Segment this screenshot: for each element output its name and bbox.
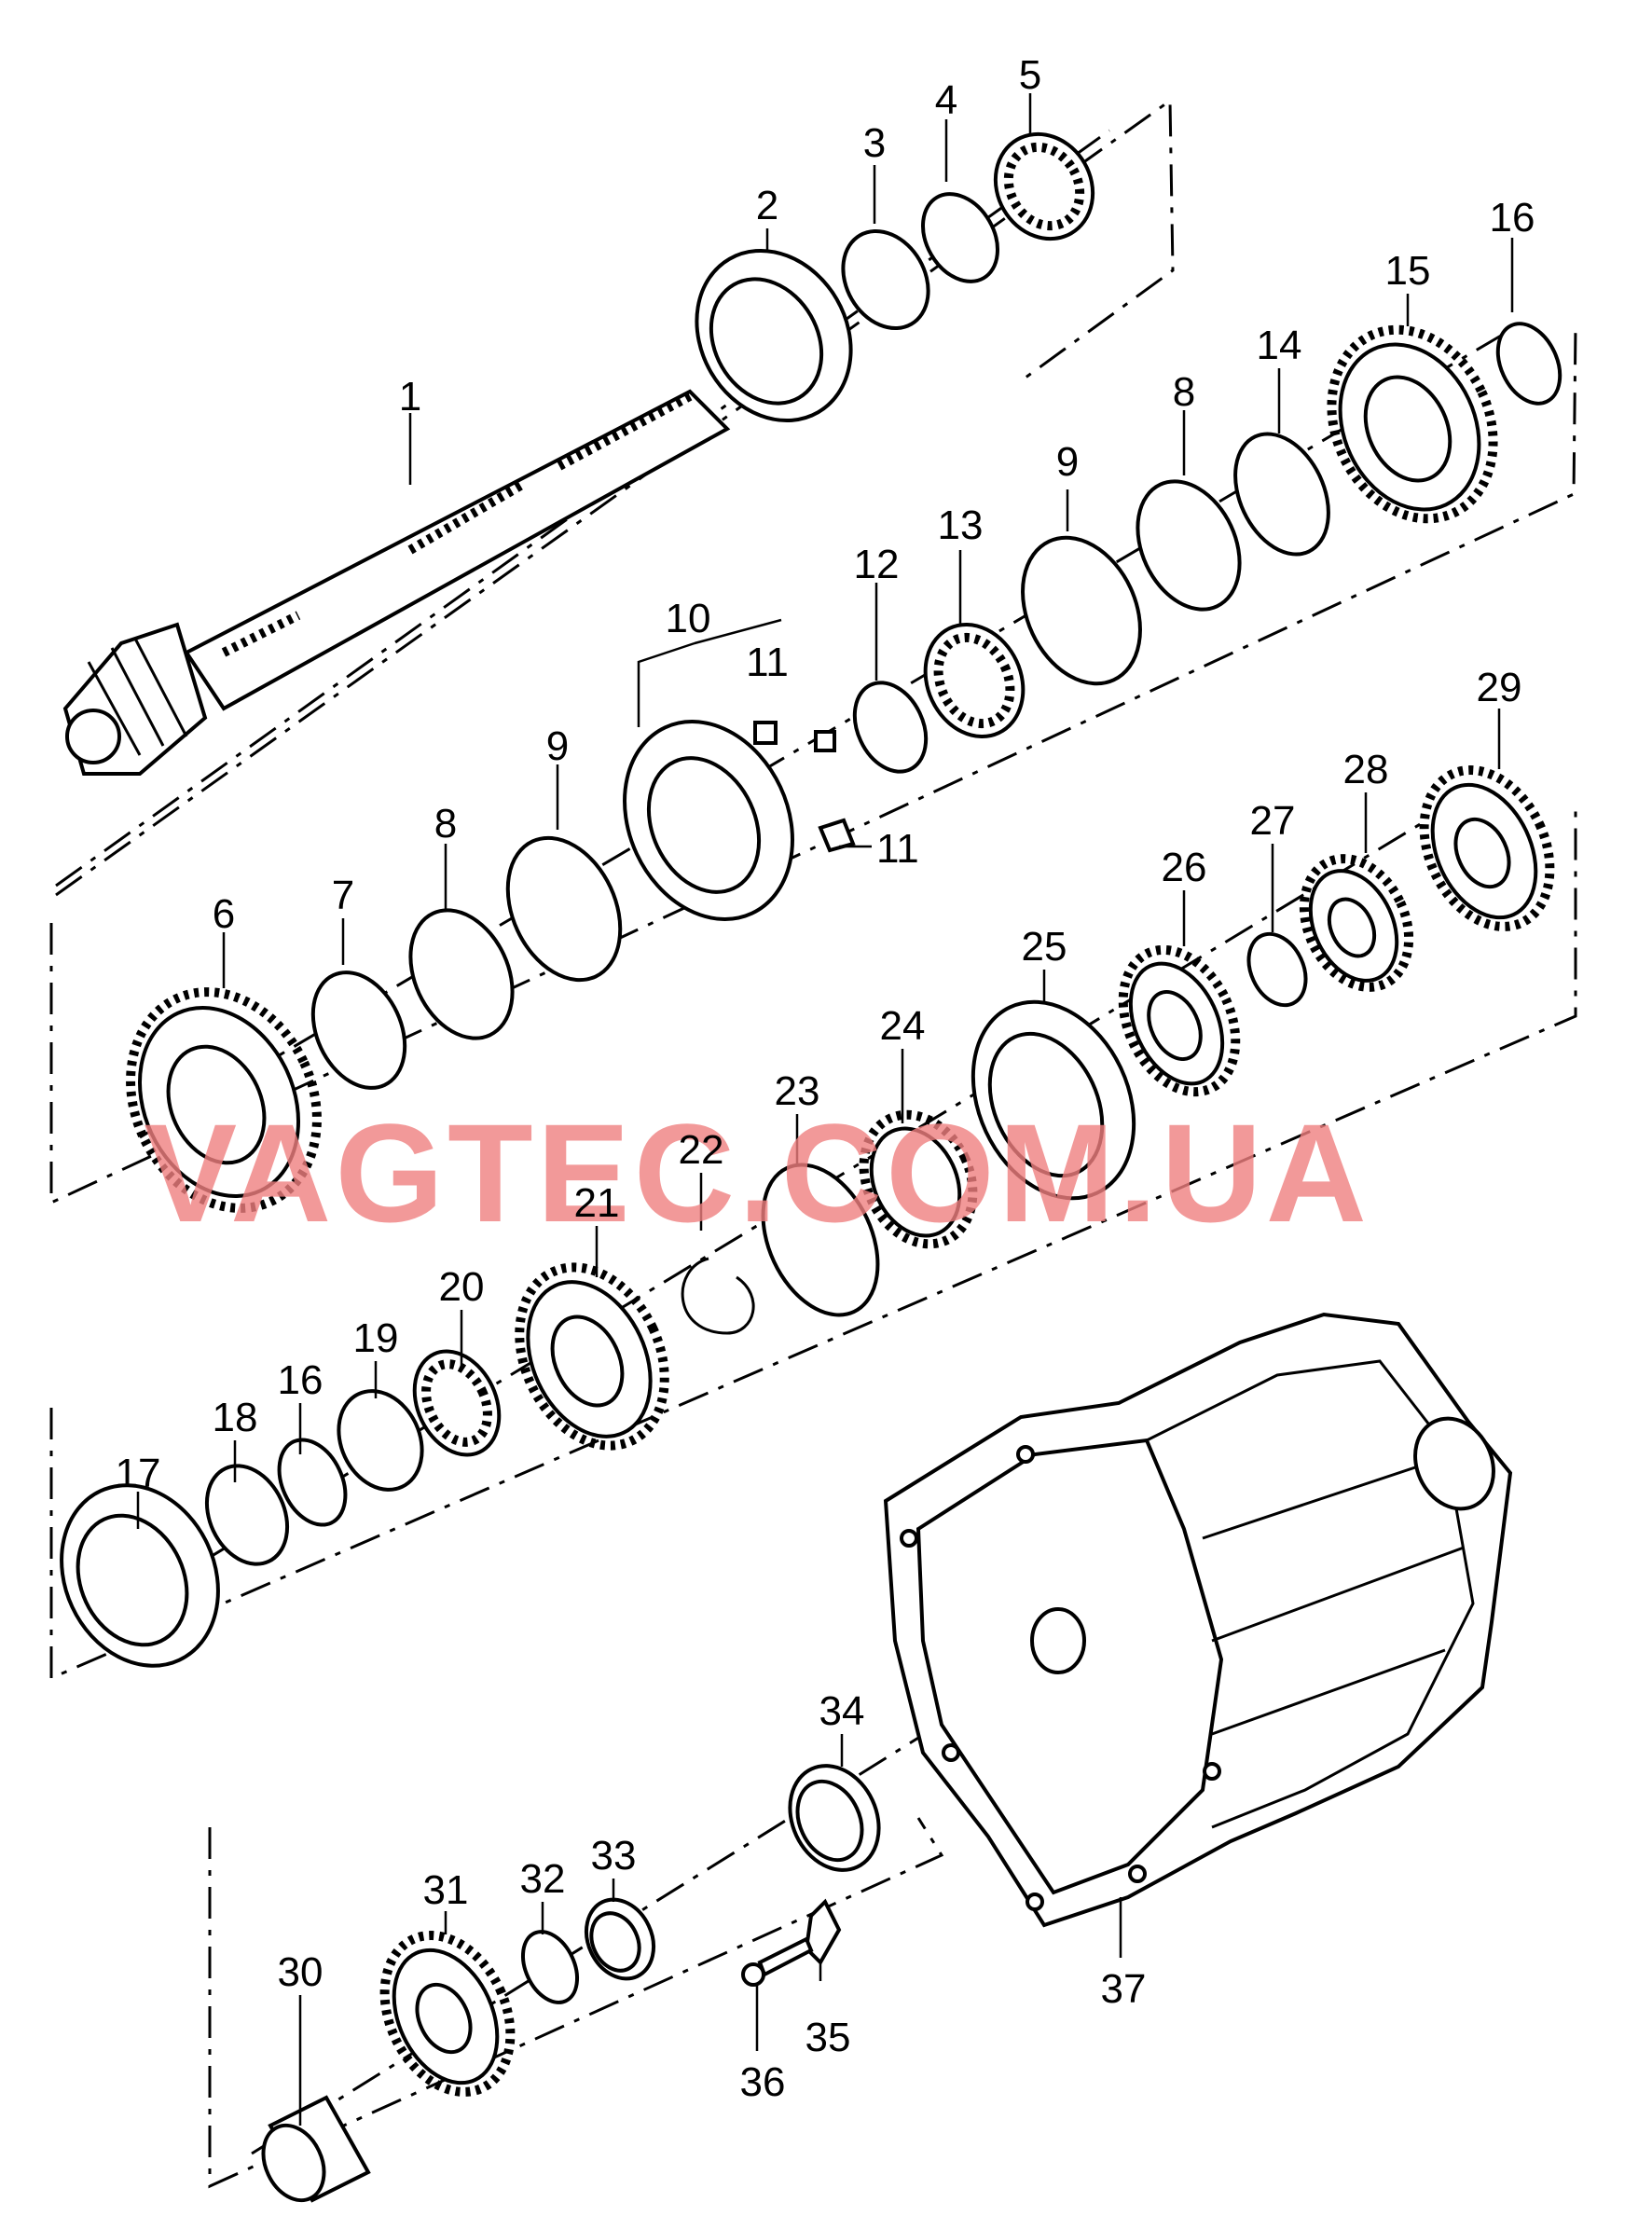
part-label-36: 36 (740, 2059, 786, 2105)
gear-24-part (859, 1109, 978, 1249)
part-label-13: 13 (938, 502, 984, 548)
part-label-34: 34 (819, 1688, 865, 1734)
part-label-8b: 8 (1173, 369, 1195, 415)
sleeve-25-part (971, 999, 1136, 1201)
key-11c (818, 818, 856, 853)
part-label-31: 31 (423, 1867, 469, 1913)
key-11b (814, 730, 836, 752)
part-label-25: 25 (1022, 924, 1067, 970)
part-label-24: 24 (880, 1003, 926, 1049)
part-label-10: 10 (666, 596, 711, 641)
circlip-12 (852, 681, 929, 774)
key-11a (753, 721, 778, 745)
gear-31-part (379, 1931, 516, 2097)
part-label-35: 35 (805, 2015, 851, 2060)
circlip-16a (1495, 322, 1563, 406)
part-label-23: 23 (775, 1068, 820, 1114)
bolt-36-part (741, 1936, 814, 1987)
bushing-30-part (261, 2095, 371, 2203)
ring-7 (310, 970, 407, 1090)
ring-33-part (585, 1897, 655, 1981)
part-label-12: 12 (854, 542, 900, 587)
gear-6-part (126, 987, 322, 1213)
part-label-18: 18 (213, 1395, 258, 1440)
part-label-17: 17 (116, 1451, 161, 1496)
synchro-ring-8b (1136, 479, 1242, 612)
part-label-2: 2 (756, 183, 778, 228)
spring-clip-22 (681, 1257, 755, 1335)
part-labels: 1 2 3 4 5 6 7 8 8 9 9 10 11 11 11 12 13 … (116, 52, 1535, 2105)
part-label-9b: 9 (1056, 439, 1079, 485)
needle-bearing-13 (923, 622, 1026, 739)
gear-row-3 (60, 765, 1555, 1668)
leader-lines (136, 93, 1514, 2126)
synchro-ring-23 (761, 1163, 880, 1317)
part-label-33: 33 (591, 1833, 637, 1879)
part-label-30: 30 (278, 1949, 324, 1995)
part-label-28: 28 (1343, 747, 1389, 792)
part-label-19: 19 (353, 1315, 399, 1361)
synchro-ring-9b (1021, 535, 1142, 686)
part-label-1: 1 (399, 374, 421, 420)
part-label-29: 29 (1477, 665, 1522, 710)
part-label-20: 20 (439, 1264, 485, 1310)
gearbox-housing (883, 1312, 1513, 1928)
ring-19 (337, 1389, 424, 1492)
part-label-4: 4 (935, 77, 957, 123)
gear-21-part (515, 1262, 669, 1451)
gear-row-4 (261, 1764, 881, 2203)
part-label-11b: 11 (876, 826, 919, 872)
frame-row-4 (208, 1817, 944, 2189)
part-label-7: 7 (332, 873, 354, 918)
pinion-gear-part (62, 622, 208, 776)
part-label-21: 21 (574, 1180, 620, 1226)
gear-28-part (1299, 854, 1414, 992)
part-label-16a: 16 (1490, 195, 1535, 241)
watermark-text: VAGTEC.COM.UA (144, 1094, 1370, 1251)
frame-row-1 (55, 98, 1175, 897)
shaft-assembly (62, 131, 1095, 776)
part-label-9a: 9 (546, 723, 569, 769)
circlip-27 (1246, 931, 1308, 1008)
part-label-6: 6 (213, 891, 235, 937)
ring-3 (841, 228, 930, 331)
part-label-26: 26 (1162, 845, 1207, 890)
part-label-5: 5 (1019, 52, 1041, 98)
part-label-37: 37 (1101, 1966, 1147, 2012)
part-label-8a: 8 (434, 801, 457, 846)
circlip-32 (520, 1930, 580, 2004)
gear-15-part (1327, 324, 1498, 524)
part-label-3: 3 (863, 120, 886, 166)
ball-bearing-part (695, 248, 853, 423)
part-label-16b: 16 (278, 1357, 324, 1403)
circlip-4 (921, 192, 999, 283)
part-label-14: 14 (1257, 323, 1302, 368)
needle-bearing-34 (788, 1764, 881, 1872)
gear-row-2 (126, 322, 1563, 1213)
circlip-16b (277, 1438, 348, 1527)
synchro-hub-10 (623, 720, 794, 921)
frame-row-2 (49, 325, 1577, 1205)
synchro-ring-9a (505, 835, 623, 983)
gear-26-part (1118, 944, 1241, 1097)
bearing-17-part (60, 1483, 220, 1668)
main-shaft (184, 389, 731, 711)
part-label-32: 32 (520, 1856, 566, 1902)
ring-18 (204, 1464, 290, 1566)
part-label-27: 27 (1250, 798, 1296, 844)
frame-row-3 (49, 802, 1577, 1681)
needle-bearing-5 (993, 131, 1095, 241)
synchro-ring-8a (408, 908, 515, 1040)
ring-14 (1233, 432, 1330, 557)
gear-29-part (1419, 765, 1555, 931)
part-label-22: 22 (679, 1127, 724, 1173)
bracket-35 (804, 1898, 842, 1966)
part-label-15: 15 (1385, 248, 1431, 294)
part-label-11a: 11 (746, 640, 789, 685)
needle-bearing-20 (412, 1349, 502, 1457)
